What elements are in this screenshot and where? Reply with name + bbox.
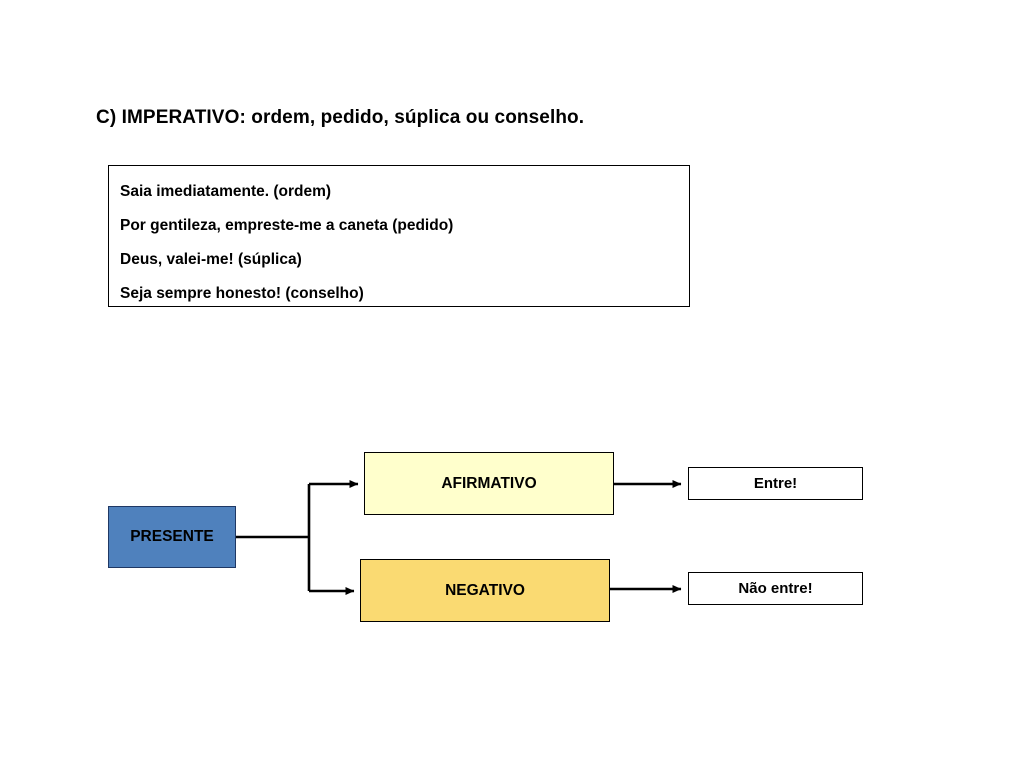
examples-box: Saia imediatamente. (ordem) Por gentilez… bbox=[108, 165, 690, 307]
node-example-negativo[interactable]: Não entre! bbox=[688, 572, 863, 605]
node-presente[interactable]: PRESENTE bbox=[108, 506, 236, 568]
example-line: Deus, valei-me! (súplica) bbox=[120, 251, 302, 268]
example-line: Saia imediatamente. (ordem) bbox=[120, 183, 332, 200]
example-line: Por gentileza, empreste-me a caneta (ped… bbox=[120, 217, 454, 234]
node-negativo[interactable]: NEGATIVO bbox=[360, 559, 610, 622]
example-line: Seja sempre honesto! (conselho) bbox=[120, 285, 364, 302]
page-title: C) IMPERATIVO: ordem, pedido, súplica ou… bbox=[96, 107, 585, 128]
node-example-afirmativo[interactable]: Entre! bbox=[688, 467, 863, 500]
node-afirmativo[interactable]: AFIRMATIVO bbox=[364, 452, 614, 515]
